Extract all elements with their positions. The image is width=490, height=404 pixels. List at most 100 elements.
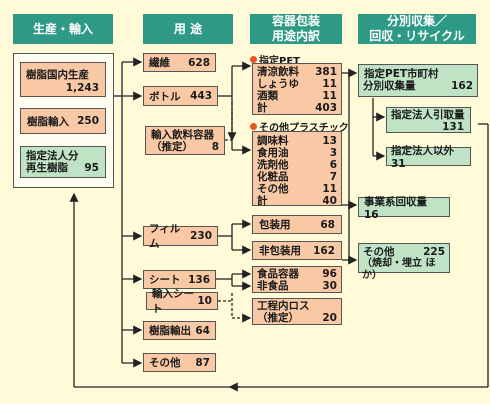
pet-municipal-box: 指定PET市町村 分別収集量 162 — [358, 64, 478, 97]
use-other-value: 87 — [195, 356, 210, 369]
pet-section-title: 指定PET — [250, 52, 300, 67]
non-food-value: 30 — [322, 280, 337, 292]
packaging-value: 68 — [320, 218, 335, 231]
process-loss-row: （推定）20 — [253, 312, 341, 324]
business-recovery-label: 事業系回収量 16 — [364, 195, 427, 221]
pet-title-label: 指定PET — [259, 56, 300, 67]
header-uses: 用 途 — [143, 14, 233, 44]
pet-row-label: 計 — [257, 102, 268, 114]
resin-import-value: 250 — [77, 115, 99, 127]
pet-row-label: 酒類 — [257, 90, 278, 102]
use-film-box: フィルム 230 — [143, 223, 218, 250]
other-row-value: 13 — [322, 135, 337, 147]
designated-pickup-box: 指定法人引取量 131 — [386, 107, 471, 133]
collection-other-note: （焼却・埋立 ほか） — [362, 258, 436, 281]
other-row-label: 化粧品 — [257, 171, 289, 183]
designated-recycled-label2: 再生樹脂 — [26, 162, 68, 174]
header-collection-line1: 分別収集／ — [386, 14, 447, 28]
use-bottle-box: ボトル 443 — [143, 86, 218, 106]
imported-beverage-label2: （推定） — [151, 141, 193, 153]
other-row: 化粧品 7 — [253, 171, 341, 183]
resin-import-box: 樹脂輸入 250 — [20, 108, 106, 134]
other-row-label: 計 — [257, 195, 268, 207]
other-plastic-section-title: その他プラスチック — [250, 119, 349, 134]
imported-beverage-value: 8 — [211, 141, 219, 153]
pet-row-value: 11 — [322, 78, 337, 90]
resin-export-label: 樹脂輸出 — [149, 325, 191, 337]
pet-row: 清涼飲料 381 — [253, 66, 341, 78]
process-loss-value: 20 — [322, 312, 337, 324]
other-row-label: 食用油 — [257, 147, 289, 159]
resin-export-value: 64 — [195, 324, 210, 337]
header-container-breakdown: 容器包装 用途内訳 — [250, 14, 342, 44]
pet-municipal-value: 162 — [451, 80, 473, 92]
other-row-label: その他 — [257, 183, 289, 195]
pet-row: 酒類 11 — [253, 90, 341, 102]
non-packaging-box: 非包装用 162 — [252, 241, 342, 260]
domestic-production-label: 樹脂国内生産 — [26, 69, 89, 81]
use-fiber-box: 繊維 628 — [143, 53, 216, 72]
header-production: 生産・輸入 — [13, 14, 113, 44]
designated-recycled-box: 指定法人分 再生樹脂 95 — [20, 146, 106, 178]
pet-breakdown-box: 清涼飲料 381 しょうゆ 11 酒類 11 計 403 — [252, 63, 342, 115]
pet-row-label: しょうゆ — [257, 78, 299, 90]
other-row-value: 6 — [329, 159, 337, 171]
use-bottle-value: 443 — [190, 90, 212, 102]
process-loss-row: 工程内ロス — [253, 300, 341, 312]
imported-sheet-box: 輸入シート 10 — [146, 288, 218, 315]
other-row-label: 洗剤他 — [257, 159, 289, 171]
header-production-label: 生産・輸入 — [32, 21, 93, 36]
non-packaging-label: 非包装用 — [259, 245, 301, 257]
food-containers-label: 食品容器 — [257, 268, 299, 280]
pet-row-value: 381 — [315, 66, 337, 78]
pet-row: しょうゆ 11 — [253, 78, 341, 90]
header-collection: 分別収集／ 回収・リサイクル — [358, 14, 476, 44]
header-uses-label: 用 途 — [173, 21, 203, 36]
pet-municipal-label1: 指定PET市町村 — [364, 68, 439, 80]
pet-row-label: 清涼飲料 — [257, 66, 299, 78]
use-film-value: 230 — [190, 230, 212, 242]
other-row-value: 7 — [329, 171, 337, 183]
pet-row-value: 11 — [322, 90, 337, 102]
business-recovery-box: 事業系回収量 16 — [358, 196, 450, 221]
header-container-line1: 容器包装 — [271, 14, 320, 28]
use-fiber-label: 繊維 — [149, 57, 170, 69]
packaging-box: 包装用 68 — [252, 215, 342, 234]
bullet-icon — [250, 123, 257, 130]
non-designated-label: 指定法人以外31 — [391, 145, 454, 170]
resin-export-box: 樹脂輸出 64 — [143, 321, 216, 340]
use-other-box: その他 87 — [143, 353, 216, 372]
imported-beverage-box: 輸入飲料容器 （推定） 8 — [145, 126, 225, 155]
non-designated-box: 指定法人以外31 — [386, 145, 471, 170]
use-fiber-value: 628 — [188, 56, 210, 69]
domestic-production-value: 1,243 — [65, 82, 99, 94]
use-film-label: フィルム — [149, 223, 181, 250]
pet-row-value: 403 — [315, 102, 337, 114]
pet-row: 計 403 — [253, 102, 341, 114]
process-loss-label1: 工程内ロス — [257, 300, 310, 312]
other-plastic-title-label: その他プラスチック — [259, 123, 349, 134]
collection-other-value: 225 — [423, 246, 445, 258]
use-other-label: その他 — [149, 357, 181, 369]
use-sheet-label: シート — [149, 274, 181, 286]
imported-sheet-label: 輸入シート — [152, 288, 194, 315]
designated-recycled-label1: 指定法人分 — [26, 150, 79, 162]
resin-import-label: 樹脂輸入 — [27, 115, 69, 128]
header-collection-line2: 回収・リサイクル — [369, 29, 465, 43]
pet-municipal-label2: 分別収集量 — [363, 80, 416, 92]
bullet-icon — [250, 56, 257, 63]
designated-recycled-value: 95 — [84, 162, 99, 174]
domestic-production-box: 樹脂国内生産 1,243 — [20, 62, 106, 97]
use-sheet-box: シート 136 — [143, 270, 216, 289]
